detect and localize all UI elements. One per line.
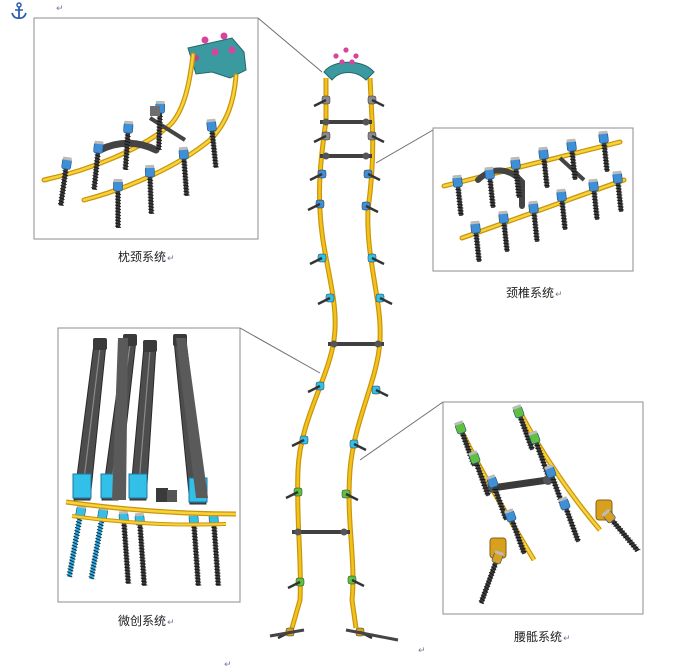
spinal-screw — [307, 381, 325, 394]
right-rod — [346, 77, 383, 629]
mis-screw — [88, 506, 109, 580]
spinal-screw — [349, 439, 367, 452]
occipital-screw — [333, 53, 339, 59]
caption-occipitocervical: 枕颈系统↵ — [118, 250, 175, 264]
spinal-screw — [309, 253, 327, 266]
spinal-screw — [309, 169, 327, 182]
spinal-screw — [313, 131, 331, 144]
occipitocervical-illustration — [41, 32, 247, 228]
caption-minimally-invasive: 微创系统↵ — [118, 614, 175, 628]
lumbosacral-illustration — [454, 404, 641, 605]
cervical-screw — [470, 220, 483, 262]
occipitocervical-screw — [91, 140, 104, 190]
return-mark: ↵ — [56, 4, 64, 14]
occipitocervical-screw — [206, 118, 219, 168]
minimally-invasive-illustration — [65, 334, 237, 586]
spinal-screw — [367, 253, 385, 266]
spinal-screw — [361, 201, 379, 214]
cervical-screw — [484, 166, 497, 208]
central-spine-construct — [269, 47, 399, 642]
cervical-screw — [452, 174, 465, 216]
occipital-screw — [349, 59, 355, 65]
occipital-screw — [343, 47, 349, 53]
spinal-screw — [285, 487, 303, 500]
spinal-screw — [375, 293, 393, 306]
spinal-screw — [367, 95, 385, 108]
caption-lumbosacral: 腰骶系统↵ — [514, 630, 571, 644]
spinal-screw — [367, 131, 385, 144]
cervical-screw — [510, 156, 523, 198]
cervical-illustration — [441, 130, 627, 262]
occipital-screw — [353, 53, 359, 59]
anchor-icon — [11, 2, 27, 20]
leader-lines — [239, 17, 444, 461]
cervical-screw — [498, 210, 511, 252]
occipital-screw — [339, 59, 345, 65]
caption-cervical: 颈椎系统↵ — [506, 286, 563, 300]
mis-screw — [118, 510, 132, 584]
mis-tower — [128, 340, 157, 501]
panel-frame-cervical — [432, 127, 634, 272]
lumbosacral-screw — [558, 496, 581, 543]
occipitocervical-screw — [178, 146, 190, 196]
cervical-screw — [566, 138, 579, 180]
cervical-screw — [556, 188, 569, 230]
occipital-plate — [323, 61, 375, 81]
occipitocervical-screw — [155, 100, 166, 151]
mis-tower — [72, 338, 107, 501]
iliac-screw — [601, 509, 641, 553]
lumbosacral-screw — [468, 450, 491, 497]
lumbosacral-screw — [504, 508, 527, 555]
return-mark: ↵ — [224, 660, 232, 670]
spinal-screw — [371, 385, 389, 398]
cervical-screw — [528, 200, 541, 242]
spinal-screw — [313, 95, 331, 108]
spinal-screw — [341, 489, 359, 502]
cervical-screw — [588, 178, 601, 220]
spinal-screw — [307, 199, 325, 212]
lumbosacral-screw — [512, 404, 535, 451]
cervical-screw — [538, 146, 551, 188]
spinal-screw — [347, 575, 365, 588]
spinal-screw — [291, 435, 309, 448]
occipitocervical-screw — [122, 120, 134, 170]
return-mark: ↵ — [418, 646, 426, 656]
occipitocervical-screw — [113, 179, 123, 228]
occipitocervical-screw — [57, 156, 72, 206]
panel-frame-lumbosacral — [442, 401, 644, 615]
iliac-screw — [478, 550, 504, 605]
spinal-screw — [287, 577, 305, 590]
cervical-screw — [598, 130, 611, 172]
spinal-screw — [363, 169, 381, 182]
cervical-screw — [612, 170, 625, 212]
occipitocervical-screw — [144, 164, 155, 215]
spinal-screw — [317, 293, 335, 306]
